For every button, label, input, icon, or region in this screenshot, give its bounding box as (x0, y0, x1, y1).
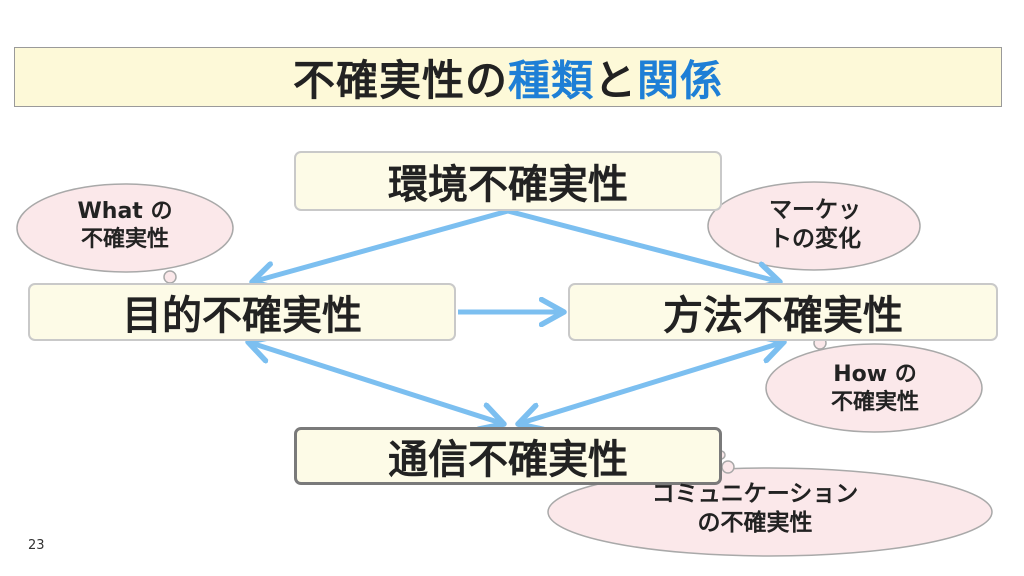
title-part-2: 種類 (507, 55, 594, 105)
node-goal-uncertainty: 目的不確実性 (28, 283, 456, 341)
cloud-what-line-2: 不確実性 (80, 226, 169, 252)
cloud-how-line-1: How の (833, 362, 917, 387)
node-communication-uncertainty: 通信不確実性 (294, 427, 722, 485)
cloud-market-line-1: マーケッ (769, 197, 861, 223)
node-method-uncertainty: 方法不確実性 (568, 283, 998, 341)
node-environment-uncertainty: 環境不確実性 (294, 151, 722, 211)
arrow-env-to-method (507, 208, 780, 282)
page-number: 23 (28, 538, 45, 553)
arrow-goal-comm (248, 342, 504, 424)
cloud-what-line-1: What の (77, 199, 173, 224)
cloud-market-text: マーケッ トの変化 (730, 196, 900, 254)
cloud-communication-line-2: の不確実性 (697, 509, 813, 536)
cloud-communication-shape (547, 441, 993, 557)
cloud-what-text: What の 不確実性 (40, 198, 210, 253)
arrow-env-to-goal (252, 208, 509, 282)
cloud-communication-text: コミュニケーション の不確実性 (590, 480, 920, 538)
title-part-1: 不確実性の (292, 55, 508, 105)
cloud-how-text: How の 不確実性 (790, 361, 960, 416)
cloud-market-line-2: トの変化 (769, 225, 861, 252)
arrow-method-comm (518, 342, 784, 424)
cloud-communication-line-1: コミュニケーション (651, 481, 859, 507)
title-part-3: と (594, 55, 638, 105)
title-banner: 不確実性の種類と関係 (14, 47, 1002, 107)
cloud-how-line-2: 不確実性 (830, 389, 919, 415)
title-part-4: 関係 (637, 55, 724, 105)
page-title: 不確実性の種類と関係 (293, 47, 723, 108)
